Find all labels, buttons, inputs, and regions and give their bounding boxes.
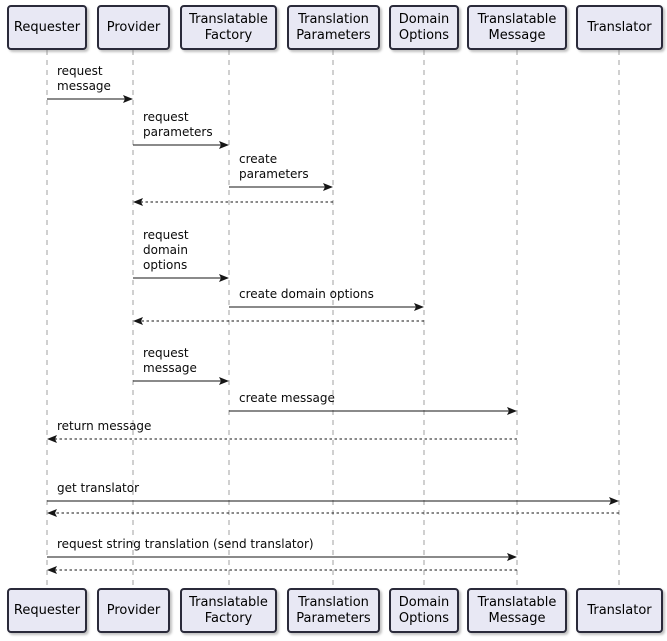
participant-label: Requester — [13, 19, 81, 35]
participant-bottom-translator: Translator — [576, 588, 663, 633]
participant-label: Translatable Message — [477, 595, 557, 626]
message-label-line: options — [143, 258, 188, 272]
message-label-line: parameters — [239, 167, 309, 181]
arrowhead-9 — [47, 435, 57, 443]
participant-bottom-translation-parameters: Translation Parameters — [287, 588, 380, 633]
message-label-line: get translator — [57, 481, 140, 495]
participant-top-domain-options: Domain Options — [389, 5, 459, 50]
participant-top-requester: Requester — [7, 5, 87, 50]
message-label-line: request — [143, 228, 189, 242]
message-label-line: request string translation (send transla… — [57, 537, 314, 551]
participant-label: Translator — [587, 19, 652, 35]
participant-bottom-provider: Provider — [97, 588, 170, 633]
participant-label: Provider — [106, 19, 161, 35]
arrowhead-11 — [47, 509, 57, 517]
message-label-line: return message — [57, 419, 152, 433]
participant-bottom-translatable-factory: Translatable Factory — [180, 588, 277, 633]
participant-label: Translation Parameters — [296, 595, 371, 626]
participant-bottom-domain-options: Domain Options — [389, 588, 459, 633]
message-label-line: create domain options — [239, 287, 374, 301]
message-label-line: parameters — [143, 125, 213, 139]
arrowhead-5 — [414, 303, 424, 311]
arrowhead-3 — [133, 198, 143, 206]
participant-label: Translation Parameters — [296, 12, 371, 43]
message-label-5: create domain options — [239, 287, 374, 302]
arrowhead-6 — [133, 317, 143, 325]
participant-bottom-requester: Requester — [7, 588, 87, 633]
participant-label: Domain Options — [398, 595, 450, 626]
message-label-9: return message — [57, 419, 151, 434]
message-label-12: request string translation (send transla… — [57, 537, 314, 552]
participant-top-translatable-factory: Translatable Factory — [180, 5, 277, 50]
arrowhead-8 — [507, 407, 517, 415]
arrowhead-10 — [609, 497, 619, 505]
message-label-line: domain — [143, 243, 188, 257]
message-label-line: create — [239, 152, 278, 166]
message-label-line: request — [143, 110, 189, 124]
message-label-line: request — [143, 346, 189, 360]
participant-label: Domain Options — [398, 12, 450, 43]
message-label-line: message — [57, 79, 111, 93]
participant-label: Requester — [13, 602, 81, 618]
arrowhead-7 — [219, 377, 229, 385]
participant-label: Translatable Message — [477, 12, 557, 43]
arrowhead-12 — [507, 553, 517, 561]
message-label-10: get translator — [57, 481, 139, 496]
arrowhead-2 — [323, 183, 333, 191]
participant-label: Provider — [106, 602, 161, 618]
participant-top-translator: Translator — [576, 5, 663, 50]
arrowhead-4 — [219, 274, 229, 282]
arrowhead-13 — [47, 566, 57, 574]
arrowhead-1 — [219, 141, 229, 149]
participant-label: Translatable Factory — [189, 12, 268, 43]
message-label-line: request — [57, 64, 103, 78]
participant-top-provider: Provider — [97, 5, 170, 50]
participant-bottom-translatable-message: Translatable Message — [467, 588, 567, 633]
participant-top-translation-parameters: Translation Parameters — [287, 5, 380, 50]
message-label-line: message — [143, 361, 197, 375]
participant-label: Translator — [587, 602, 652, 618]
participant-label: Translatable Factory — [189, 595, 268, 626]
message-label-8: create message — [239, 391, 335, 406]
message-label-line: create message — [239, 391, 335, 405]
participant-top-translatable-message: Translatable Message — [467, 5, 567, 50]
arrowhead-0 — [123, 95, 133, 103]
